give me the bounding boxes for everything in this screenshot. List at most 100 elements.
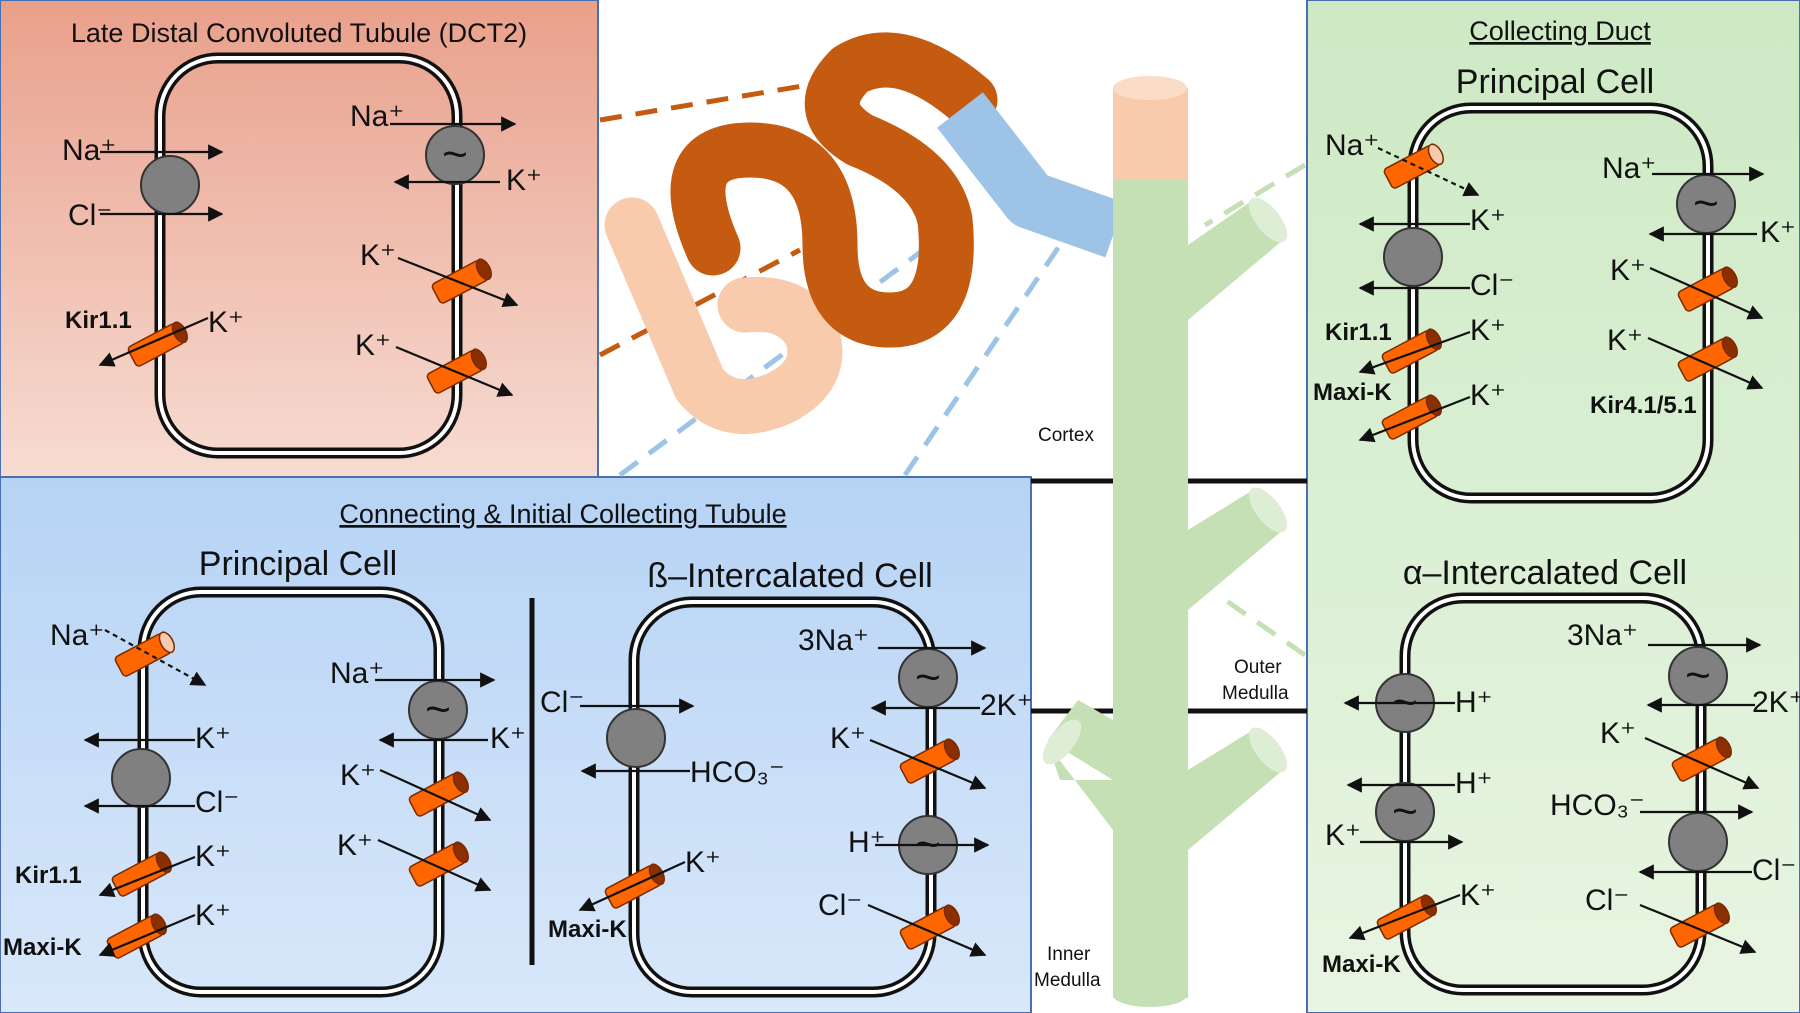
cnt-p-k-channel-2: [408, 841, 469, 887]
cnt-i-2k-label: 2K⁺: [980, 689, 1033, 722]
cd-panel: [1306, 0, 1800, 1013]
cd-p-na-arrow: [1377, 147, 1480, 197]
cnt-i-cl-basolat-label: Cl⁻: [818, 889, 862, 922]
svg-text:~: ~: [915, 653, 941, 702]
cd-i-maxik-label: Maxi-K: [1322, 951, 1401, 978]
cnt-i-maxik-label: Maxi-K: [548, 916, 627, 943]
cnt-p-na-k-pump: ~: [408, 680, 468, 740]
transporters: ~~~~~~~~: [83, 116, 1765, 959]
cnt-p-k-label-1: K⁺: [340, 759, 376, 792]
region-inner-medulla-1: Inner: [1047, 944, 1091, 965]
cd-p-maxik-arrow: [1358, 395, 1471, 443]
cd-p-k-arrow-2: [1647, 336, 1764, 390]
cd-intercalated-title: α–Intercalated Cell: [1403, 554, 1687, 592]
dct2-kir-arrow: [98, 316, 209, 367]
cd-i-k-maxi-label: K⁺: [1460, 879, 1496, 912]
cd-i-na-k-pump: ~: [1668, 646, 1728, 706]
dct2-panel: [0, 0, 599, 478]
cnt-p-na-basolat-label: Na⁺: [330, 657, 384, 690]
cnt-i-cl-hco3-exchanger: [606, 708, 666, 768]
dct2-k-arrow-2: [395, 345, 514, 397]
cd-i-k-channel: [1671, 736, 1732, 782]
cnt-i-k-label: K⁺: [830, 722, 866, 755]
dct2-cl-label: Cl⁻: [68, 199, 112, 232]
cnt-p-k-arrow-2: [377, 838, 492, 892]
cnt-p-k-apical-label: K⁺: [195, 722, 231, 755]
cnt-p-na-arrow: [104, 629, 207, 686]
dct2-kir11-label: Kir1.1: [65, 307, 132, 334]
cd-i-3na-label: 3Na⁺: [1567, 619, 1638, 652]
svg-text:~: ~: [425, 685, 451, 734]
cnt-i-3na-label: 3Na⁺: [798, 624, 869, 657]
dct2-nacl-cotransporter: [140, 155, 200, 215]
cnt-p-kir11-label: Kir1.1: [15, 862, 82, 889]
cnt-p-k-pump-label: K⁺: [490, 722, 526, 755]
svg-text:~: ~: [1685, 651, 1711, 700]
dct2-na-label: Na⁺: [62, 134, 116, 167]
anatomy: [598, 32, 1307, 1007]
cnt-i-hco3-label: HCO₃⁻: [690, 756, 785, 789]
cnt-p-maxik-arrow: [98, 913, 196, 957]
dct2-na-basolat-label: Na⁺: [350, 100, 404, 133]
cd-p-na-basolat-label: Na⁺: [1602, 152, 1656, 185]
cnt-p-cl-label: Cl⁻: [195, 786, 239, 819]
cd-i-cl-hco3-exchanger: [1668, 812, 1728, 872]
cd-i-cl-basolat-arrow: [1639, 903, 1757, 954]
cd-i-cl-label: Cl⁻: [1752, 854, 1796, 887]
cnt-i-cl-basolat-arrow: [867, 903, 987, 957]
cd-p-k-label-1: K⁺: [1610, 254, 1646, 287]
cnt-p-kir-arrow: [98, 855, 196, 898]
cd-p-k-channel-2: [1677, 336, 1738, 382]
cd-p-kcl: [1383, 227, 1443, 287]
region-cortex: Cortex: [1038, 425, 1094, 446]
cd-i-2k-label: 2K⁺: [1752, 686, 1800, 719]
cd-p-maxik-label: Maxi-K: [1313, 379, 1392, 406]
dct2-k-arrow-1: [397, 256, 519, 308]
cnt-i-cl-channel: [899, 904, 960, 950]
cnt-i-h-label: H⁺: [848, 826, 886, 859]
cd-i-k-basolat-label: K⁺: [1600, 717, 1636, 750]
dct2-title: Late Distal Convoluted Tubule (DCT2): [71, 18, 527, 48]
cd-p-kir4151-label: Kir4.1/5.1: [1590, 392, 1697, 419]
cd-p-na-label: Na⁺: [1325, 129, 1379, 162]
cnt-p-maxik-label: Maxi-K: [3, 934, 82, 961]
region-inner-medulla-2: Medulla: [1034, 970, 1101, 991]
cnt-title: Connecting & Initial Collecting Tubule: [339, 499, 786, 529]
cnt-i-k-channel: [899, 738, 960, 784]
cd-p-k-kir-label: K⁺: [1470, 314, 1506, 347]
region-outer-medulla-1: Outer: [1234, 657, 1282, 678]
cnt-p-k-maxi-label: K⁺: [195, 899, 231, 932]
cnt-i-na-k-pump: ~: [898, 648, 958, 708]
cnt-i-k-arrow: [869, 738, 987, 790]
cd-p-k-maxi-label: K⁺: [1470, 379, 1506, 412]
cd-i-cl-2-label: Cl⁻: [1585, 884, 1629, 917]
cd-p-k-label-2: K⁺: [1607, 324, 1643, 357]
dct2-k-label-1: K⁺: [360, 239, 396, 272]
cd-p-kir11-channel: [1381, 328, 1442, 374]
cd-p-k-channel-1: [1677, 266, 1738, 312]
cd-p-k-pump-label: K⁺: [1760, 216, 1796, 249]
cd-p-cl-label: Cl⁻: [1470, 269, 1514, 302]
cell-dct2: [154, 52, 463, 459]
cd-p-enac: [1383, 143, 1444, 189]
cd-i-h-label-1: H⁺: [1455, 686, 1493, 719]
dct2-na-k-pump: ~: [425, 125, 485, 185]
dct2-k-label-2: K⁺: [355, 329, 391, 362]
cnt-i-k-maxi-label: K⁺: [685, 846, 721, 879]
cnt-p-enac: [114, 631, 175, 677]
cnt-p-maxik-channel: [106, 913, 167, 959]
cd-p-k-apical-label: K⁺: [1470, 204, 1506, 237]
cd-i-maxik-arrow: [1348, 893, 1461, 941]
cell-cd-principal: [1407, 102, 1714, 504]
cd-i-hco3-label: HCO₃⁻: [1550, 789, 1645, 822]
svg-text:~: ~: [442, 130, 468, 179]
cd-i-k-label: K⁺: [1325, 819, 1361, 852]
cnt-p-k-arrow-1: [379, 768, 492, 822]
cd-p-k-arrow-1: [1649, 266, 1764, 320]
cd-title: Collecting Duct: [1469, 16, 1651, 46]
svg-text:~: ~: [1392, 787, 1418, 836]
cnt-p-k-label-2: K⁺: [337, 829, 373, 862]
cd-i-h-label-2: H⁺: [1455, 767, 1493, 800]
cd-i-cl-channel: [1669, 902, 1730, 948]
cnt-principal-title: Principal Cell: [199, 545, 397, 583]
